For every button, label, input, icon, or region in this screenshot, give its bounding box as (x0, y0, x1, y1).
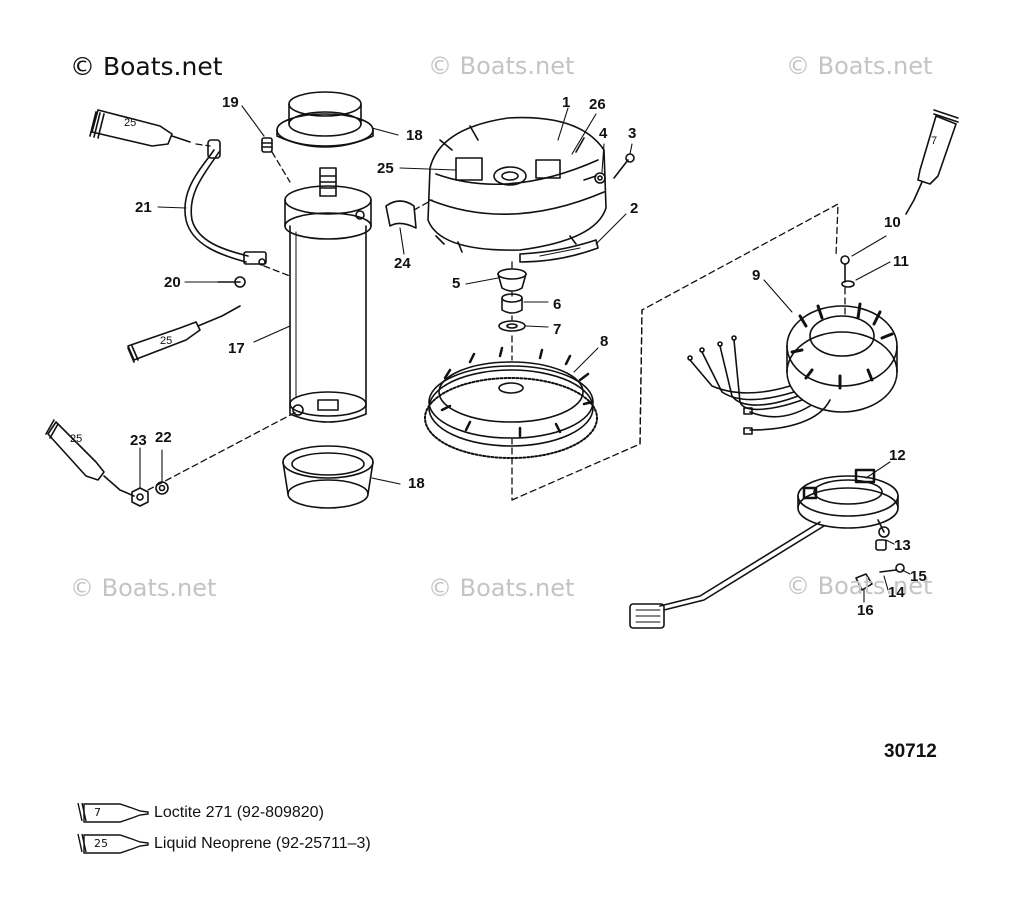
sealant-tube-25-low (45, 419, 135, 497)
screw-10 (840, 255, 850, 283)
stator (786, 302, 898, 413)
tube-icon: 25 (72, 834, 146, 854)
callout-5: 5 (452, 275, 461, 292)
callout-10: 10 (884, 214, 901, 231)
nut-23 (131, 487, 149, 507)
tube-label-7: 7 (931, 135, 938, 147)
callout-19: 19 (222, 94, 239, 111)
screw-19 (261, 137, 273, 153)
flywheel-cover (427, 116, 607, 253)
clamp-13 (875, 539, 887, 551)
sealant-tube-25-top (89, 109, 191, 147)
washer-4 (594, 172, 606, 184)
nut-16 (855, 573, 873, 591)
callout-8: 8 (600, 333, 609, 350)
legend-item-loctite: 7 Loctite 271 (92-809820) (72, 801, 324, 825)
sealant-tube-7 (905, 109, 959, 215)
callout-23: 23 (130, 432, 147, 449)
callout-25: 25 (377, 160, 394, 177)
watermark: © Boats.net (428, 574, 575, 602)
clip-24 (385, 200, 417, 229)
callout-18-top: 18 (406, 127, 423, 144)
legend-tube-number: 7 (94, 806, 101, 819)
starter-motor (284, 167, 372, 423)
callout-22: 22 (155, 429, 172, 446)
washer-22 (155, 481, 169, 495)
sealant-tube-25-mid (127, 305, 241, 363)
callout-4: 4 (599, 125, 608, 142)
decal-strip (519, 239, 599, 263)
cup-5 (497, 268, 527, 292)
legend-label: Liquid Neoprene (92-25711–3) (154, 835, 371, 852)
callout-11: 11 (893, 253, 909, 270)
flywheel (424, 346, 598, 459)
callout-9: 9 (752, 267, 761, 284)
trigger (797, 468, 899, 538)
watermark: © Boats.net (786, 572, 933, 600)
watermark: © Boats.net (70, 574, 217, 602)
callout-18-bottom: 18 (408, 475, 425, 492)
legend-label: Loctite 271 (92-809820) (154, 804, 324, 821)
callout-15: 15 (910, 568, 927, 585)
legend-tube-number: 25 (94, 837, 108, 850)
bushing-18-bottom (282, 445, 374, 509)
callout-6: 6 (553, 296, 562, 313)
callout-13: 13 (894, 537, 911, 554)
callout-16: 16 (857, 602, 874, 619)
callout-17: 17 (228, 340, 245, 357)
legend-tube-icons (77, 802, 149, 854)
callout-2: 2 (630, 200, 639, 217)
washer-7 (498, 320, 526, 332)
callout-7: 7 (553, 321, 562, 338)
callout-24: 24 (394, 255, 411, 272)
washer-11 (841, 280, 855, 288)
legend-item-neoprene: 25 Liquid Neoprene (92-25711–3) (72, 832, 371, 856)
callout-14: 14 (888, 584, 905, 601)
tube-label-25: 25 (160, 335, 173, 347)
callout-leaders (139, 105, 911, 603)
watermark-main: © Boats.net (70, 52, 223, 81)
stator-wires (687, 335, 831, 435)
callout-26: 26 (589, 96, 606, 113)
spacer-6 (501, 293, 523, 314)
screw-20 (217, 276, 246, 288)
tube-label-25: 25 (124, 117, 137, 129)
callout-21: 21 (135, 199, 152, 216)
tube-icon: 7 (72, 803, 146, 823)
starter-cable (184, 139, 267, 266)
figure-number: 30712 (884, 741, 937, 762)
tube-label-25: 25 (70, 433, 83, 445)
bushing-18-top (276, 91, 374, 148)
trigger-harness (629, 521, 825, 629)
callout-1: 1 (562, 94, 571, 111)
screw-14 (879, 569, 897, 573)
watermark: © Boats.net (786, 52, 933, 80)
watermark: © Boats.net (428, 52, 575, 80)
installation-lines (147, 143, 846, 501)
screw-3 (613, 153, 635, 179)
callout-12: 12 (889, 447, 906, 464)
callout-3: 3 (628, 125, 637, 142)
callout-20: 20 (164, 274, 181, 291)
washer-15 (895, 563, 905, 573)
